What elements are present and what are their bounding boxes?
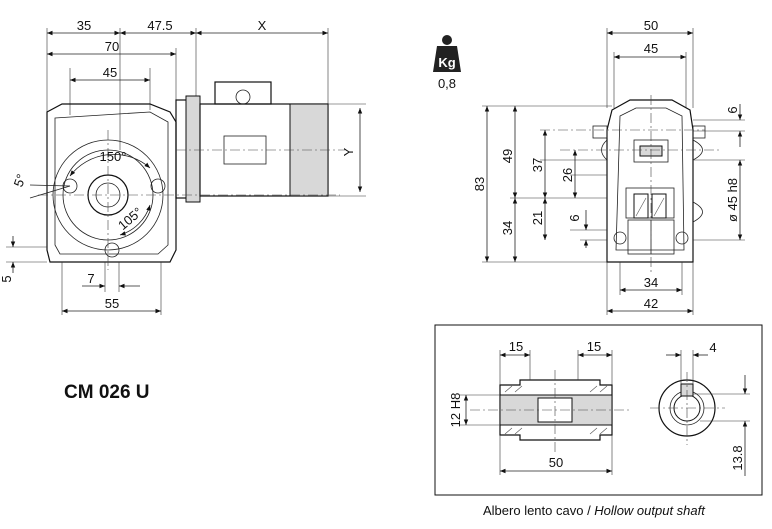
dim-47-5: 47.5: [147, 18, 172, 33]
dim-34-vertical: 34: [500, 221, 515, 235]
dim-55: 55: [105, 296, 119, 311]
dim-150-deg: 150°: [100, 149, 127, 164]
dim-49: 49: [500, 149, 515, 163]
dim-35: 35: [77, 18, 91, 33]
dim-45: 45: [103, 65, 117, 80]
side-view: 35 47.5 X 70 45 Y: [0, 18, 366, 315]
model-title: CM 026 U: [64, 382, 150, 403]
dim-37: 37: [530, 158, 545, 172]
hollow-shaft-detail: 15 15 12 H8 50 4 13.8: [434, 324, 763, 496]
dim-y: Y: [341, 147, 356, 156]
dim-4: 4: [709, 340, 716, 355]
dim-45-top: 45: [644, 41, 658, 56]
dim-50-top: 50: [644, 18, 658, 33]
weight-unit: Kg: [438, 55, 455, 70]
dim-26: 26: [560, 168, 575, 182]
dim-70: 70: [105, 39, 119, 54]
dim-50-shaft: 50: [549, 455, 563, 470]
dim-21: 21: [530, 211, 545, 225]
weight-value: 0,8: [438, 76, 456, 91]
dim-15-right: 15: [587, 339, 601, 354]
front-view: 50 45: [472, 18, 745, 315]
dim-45-h8: ø 45 h8: [725, 178, 740, 222]
dim-5-deg: 5°: [11, 172, 29, 189]
dim-83: 83: [472, 177, 487, 191]
weight-icon: Kg: [433, 35, 461, 72]
dim-42: 42: [644, 296, 658, 311]
dim-105-deg: 105°: [115, 204, 145, 233]
caption-italian: Albero lento cavo /: [483, 503, 594, 518]
dim-13-8: 13.8: [730, 445, 745, 470]
dim-6-top: 6: [725, 106, 740, 113]
dim-34-horizontal: 34: [644, 275, 658, 290]
dim-12-h8: 12 H8: [448, 393, 463, 428]
dim-5: 5: [0, 275, 14, 282]
dim-7: 7: [87, 271, 94, 286]
dim-15-left: 15: [509, 339, 523, 354]
shaft-caption: Albero lento cavo / Hollow output shaft: [483, 503, 706, 518]
caption-english: Hollow output shaft: [594, 503, 706, 518]
dim-6-lower: 6: [567, 214, 582, 221]
dim-x: X: [258, 18, 267, 33]
